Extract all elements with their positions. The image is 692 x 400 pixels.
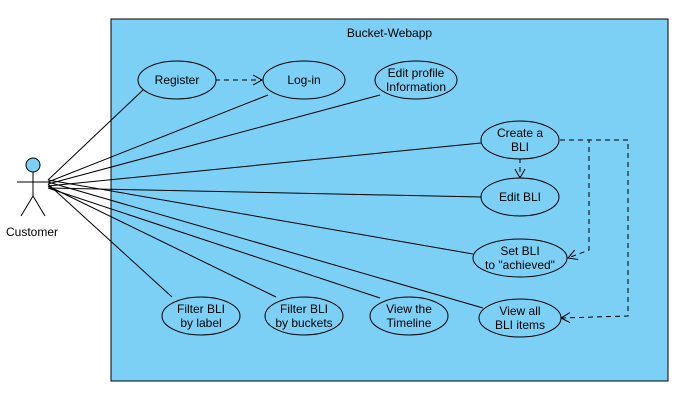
use-case-label: to "achieved" [485, 258, 555, 272]
use-case-label: by label [180, 316, 221, 330]
use-case-ellipse [262, 60, 346, 100]
association-view-all-bli [47, 181, 484, 309]
use-case-label: Timeline [387, 316, 432, 330]
association-create-bli [47, 142, 482, 187]
use-cases: Register Log-in Edit profileInformationCre… [137, 60, 568, 338]
use-case-ellipse [478, 298, 562, 338]
use-case-label: Filter BLI [280, 302, 328, 316]
use-case-register: Register [137, 60, 217, 100]
use-case-label: by buckets [275, 316, 332, 330]
use-case-ellipse [369, 296, 449, 336]
association-edit-bli [47, 187, 482, 198]
use-case-ellipse [374, 60, 458, 100]
use-case-ellipse [480, 120, 560, 160]
dependency-create-set-achieved [560, 139, 590, 260]
use-case-label: Filter BLI [177, 302, 225, 316]
system-title: Bucket-Webapp [347, 26, 432, 40]
use-case-label: Log-in [287, 73, 320, 87]
actor-left-leg [20, 195, 34, 217]
use-case-label: BLI [511, 140, 529, 154]
use-case-edit-bli: Edit BLI [480, 177, 560, 217]
dependency-lines [215, 74, 629, 324]
association-filter-bli-label [47, 183, 173, 298]
use-case-label: Edit BLI [499, 190, 541, 204]
association-login [47, 94, 269, 183]
association-set-bli-achieved [47, 179, 474, 255]
use-case-ellipse [137, 60, 217, 100]
use-case-ellipse [264, 296, 344, 336]
use-case-label: View the [386, 302, 432, 316]
use-case-label: Edit profile [388, 66, 445, 80]
association-lines [47, 89, 484, 309]
actor-customer: Customer [6, 157, 58, 239]
use-case-label: Create a [497, 126, 543, 140]
use-case-label: Information [386, 80, 446, 94]
actor-right-leg [32, 195, 46, 217]
use-case-label: View all [499, 304, 540, 318]
actor-name: Customer [6, 225, 58, 239]
use-case-label: Register [155, 73, 200, 87]
use-case-ellipse [480, 177, 560, 217]
use-case-ellipse [472, 238, 568, 278]
association-view-timeline [47, 187, 381, 299]
use-case-login: Log-in [262, 60, 346, 100]
association-filter-bli-buckets [47, 185, 277, 298]
dependency-create-view-all [559, 139, 629, 324]
actor-head [25, 157, 41, 173]
use-case-label: BLI items [495, 318, 545, 332]
association-edit-profile [47, 94, 381, 185]
use-case-ellipse [161, 296, 241, 336]
association-register [47, 89, 144, 181]
use-case-label: Set BLI [500, 244, 539, 258]
